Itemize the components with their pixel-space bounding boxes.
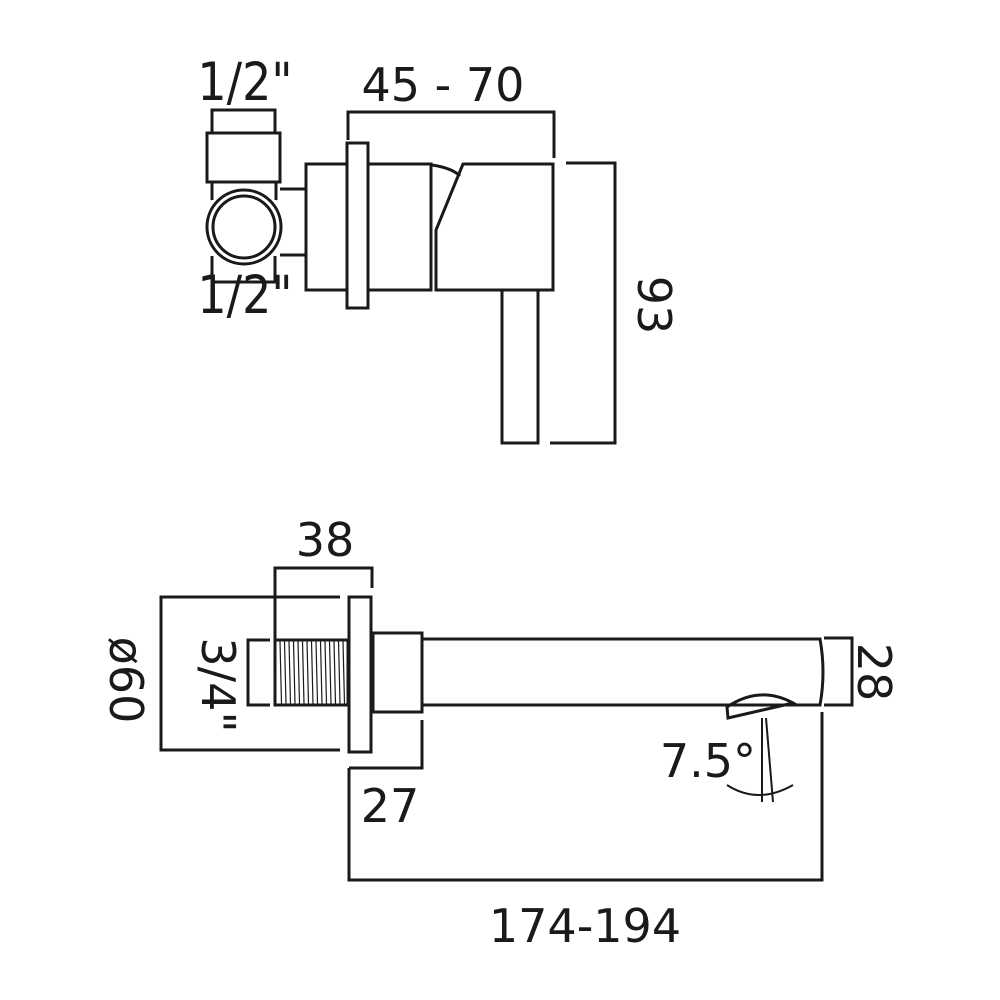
spout-side-view: 38 ø60 3/4" 28 7.5° 27 174-194 [99, 513, 901, 953]
thread-line [279, 640, 283, 705]
connector-stem [280, 187, 306, 257]
handle-dome [431, 163, 462, 178]
depth-dimension [346, 110, 556, 158]
outlet-angle-indicator [726, 717, 794, 803]
thread-line [288, 640, 292, 705]
inlet-bottom-label: 1/2" [197, 264, 292, 326]
thread-lines [279, 640, 346, 705]
thread-line [333, 640, 337, 705]
wall-flange [345, 141, 370, 310]
spout-height-dimension [824, 636, 854, 707]
thread-line [283, 640, 287, 705]
inlet-top-fitting [205, 131, 282, 184]
spout-body [422, 637, 825, 707]
thread-line [306, 640, 310, 705]
thread-line [301, 640, 305, 705]
height-dimension [550, 161, 617, 445]
plate-diameter-label: ø60 [99, 637, 153, 724]
outlet-angle-label: 7.5° [660, 734, 756, 788]
handle-body [434, 162, 555, 292]
spout-collar [371, 631, 424, 714]
thread-line [310, 640, 314, 705]
height-label: 93 [627, 276, 681, 335]
mixer-valve-side-view: 1/2" 1/2" 45 - 70 93 [197, 51, 681, 445]
thread-line [315, 640, 319, 705]
thread-size-dimension [246, 638, 270, 707]
thread-line [324, 640, 328, 705]
thread-size-label: 3/4" [191, 637, 245, 732]
thread-line [337, 640, 341, 705]
thread-length-label: 38 [296, 513, 355, 567]
plate-diameter-dimension [159, 595, 340, 752]
thread-line [292, 640, 296, 705]
collar-dimension [349, 720, 424, 770]
inlet-top-dimension [210, 108, 277, 132]
thread-line [342, 640, 346, 705]
inlet-pipe-outer [205, 188, 283, 266]
spout-projection-dimension [347, 712, 824, 882]
thread-line [297, 640, 301, 705]
spout-projection-label: 174-194 [489, 899, 681, 953]
inlet-top-label: 1/2" [197, 51, 292, 113]
thread-line [319, 640, 323, 705]
depth-range-label: 45 - 70 [362, 58, 525, 112]
aerator-outlet [725, 693, 798, 720]
collar-label: 27 [361, 779, 420, 833]
spout-height-label: 28 [847, 643, 901, 702]
thread-line [328, 640, 332, 705]
inlet-pipe-inner [211, 194, 277, 260]
thread-length-dimension [273, 566, 374, 640]
spout-wall-plate [347, 595, 373, 754]
inlet-bottom-dimension [210, 182, 278, 284]
handle-lever [500, 288, 540, 445]
